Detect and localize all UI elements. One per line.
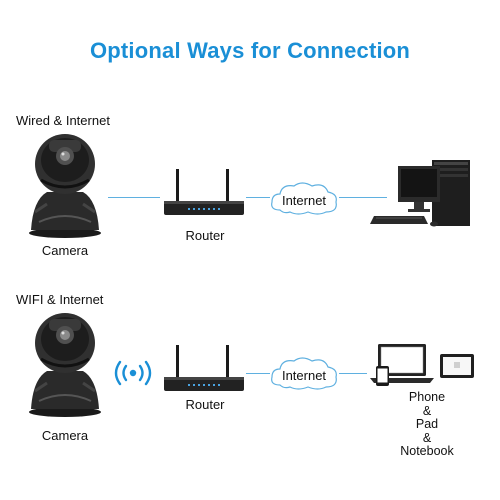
- mobile-devices-icon: [370, 344, 474, 386]
- router-icon: [164, 169, 244, 215]
- router-label: Router: [185, 228, 225, 243]
- router-label: Router: [185, 397, 225, 412]
- device-label-phone: Phone: [408, 390, 446, 404]
- connector-line: [246, 197, 270, 198]
- router-icon: [164, 345, 244, 391]
- desktop-computer-icon: [370, 160, 470, 227]
- camera-icon: [29, 313, 101, 417]
- internet-label: Internet: [281, 368, 327, 383]
- device-label-pad: Pad: [415, 417, 439, 431]
- internet-cloud-icon: [271, 357, 337, 390]
- connector-line: [339, 373, 367, 374]
- wifi-signal-icon: [114, 360, 152, 386]
- internet-cloud-icon: [271, 182, 337, 215]
- section-label-wired: Wired & Internet: [16, 113, 110, 128]
- connector-line: [339, 197, 387, 198]
- device-label-notebook: Notebook: [400, 444, 454, 458]
- connector-line: [108, 197, 160, 198]
- device-label: Phone & Pad & Notebook: [394, 390, 460, 459]
- section-label-wifi: WIFI & Internet: [16, 292, 104, 307]
- connector-line: [246, 373, 270, 374]
- device-label-amp: &: [422, 403, 432, 418]
- camera-icon: [29, 134, 101, 238]
- camera-label: Camera: [41, 243, 89, 258]
- diagram-title: Optional Ways for Connection: [89, 38, 411, 63]
- camera-label: Camera: [41, 428, 89, 443]
- internet-label: Internet: [281, 193, 327, 208]
- device-label-amp: &: [422, 430, 432, 445]
